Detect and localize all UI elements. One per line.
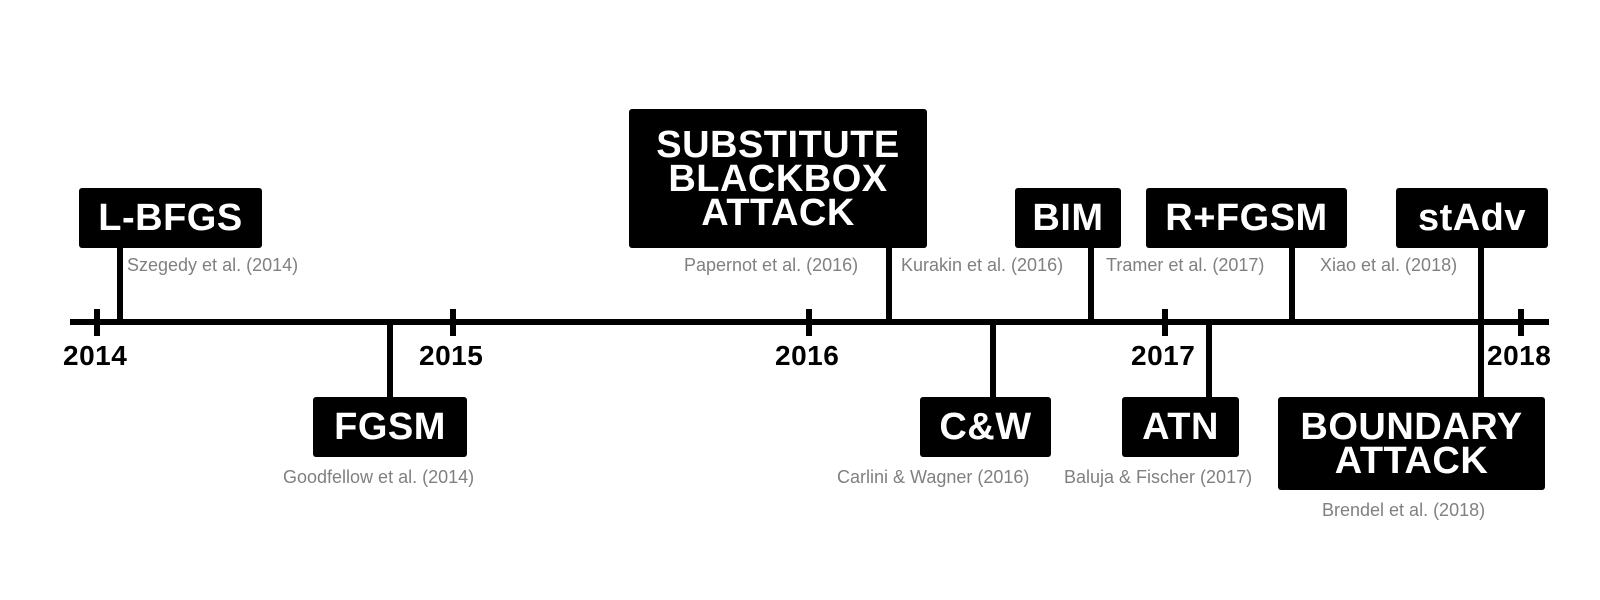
- event-citation-fgsm: Goodfellow et al. (2014): [283, 467, 475, 487]
- event-citation-boundary-attack: Brendel et al. (2018): [1322, 500, 1486, 520]
- event-label-bim: BIM: [1032, 197, 1104, 239]
- year-label-2017: 2017: [1131, 340, 1196, 371]
- event-label-fgsm: FGSM: [334, 406, 446, 448]
- event-box-stadv: stAdv: [1396, 188, 1548, 248]
- event-citation-substitute-blackbox: Papernot et al. (2016): [684, 255, 859, 275]
- event-stem-rfgsm: [1289, 245, 1295, 323]
- event-box-bim: BIM: [1015, 188, 1121, 248]
- event-stem-boundary-attack: [1478, 322, 1484, 400]
- event-label-lbfgs: L-BFGS: [98, 197, 243, 239]
- year-label-2015: 2015: [419, 340, 484, 371]
- year-tick-2015: [450, 309, 456, 336]
- year-tick-2016: [806, 309, 812, 336]
- event-box-rfgsm: R+FGSM: [1146, 188, 1347, 248]
- event-stem-cw: [990, 322, 996, 400]
- event-stem-atn: [1206, 322, 1212, 400]
- event-label-atn: ATN: [1142, 406, 1219, 448]
- event-citation-atn: Baluja & Fischer (2017): [1064, 467, 1253, 487]
- event-citation-bim: Kurakin et al. (2016): [901, 255, 1064, 275]
- event-stem-fgsm: [387, 322, 393, 400]
- event-box-fgsm: FGSM: [313, 397, 467, 457]
- event-label-substitute-blackbox: SUBSTITUTE BLACKBOX ATTACK: [656, 123, 900, 234]
- event-box-cw: C&W: [920, 397, 1051, 457]
- event-box-lbfgs: L-BFGS: [79, 188, 262, 248]
- event-box-substitute-blackbox: SUBSTITUTE BLACKBOX ATTACK: [629, 109, 927, 248]
- event-citation-rfgsm: Tramer et al. (2017): [1106, 255, 1265, 275]
- year-tick-2017: [1162, 309, 1168, 336]
- year-tick-2018: [1518, 309, 1524, 336]
- event-box-atn: ATN: [1122, 397, 1239, 457]
- event-label-rfgsm: R+FGSM: [1165, 197, 1328, 239]
- year-label-2018: 2018: [1487, 340, 1552, 371]
- event-citation-stadv: Xiao et al. (2018): [1320, 255, 1458, 275]
- event-citation-cw: Carlini & Wagner (2016): [837, 467, 1030, 487]
- event-stem-stadv: [1478, 245, 1484, 323]
- year-label-2014: 2014: [63, 340, 128, 371]
- event-label-stadv: stAdv: [1417, 197, 1527, 239]
- event-label-boundary-attack: BOUNDARY ATTACK: [1300, 405, 1523, 482]
- event-citation-lbfgs: Szegedy et al. (2014): [127, 255, 299, 275]
- event-label-cw: C&W: [939, 406, 1032, 448]
- year-label-2016: 2016: [775, 340, 840, 371]
- year-tick-2014: [94, 309, 100, 336]
- event-stem-bim: [1088, 245, 1094, 323]
- event-box-boundary-attack: BOUNDARY ATTACK: [1278, 397, 1545, 490]
- event-stem-lbfgs: [117, 245, 123, 323]
- event-stem-substitute-blackbox: [886, 245, 892, 323]
